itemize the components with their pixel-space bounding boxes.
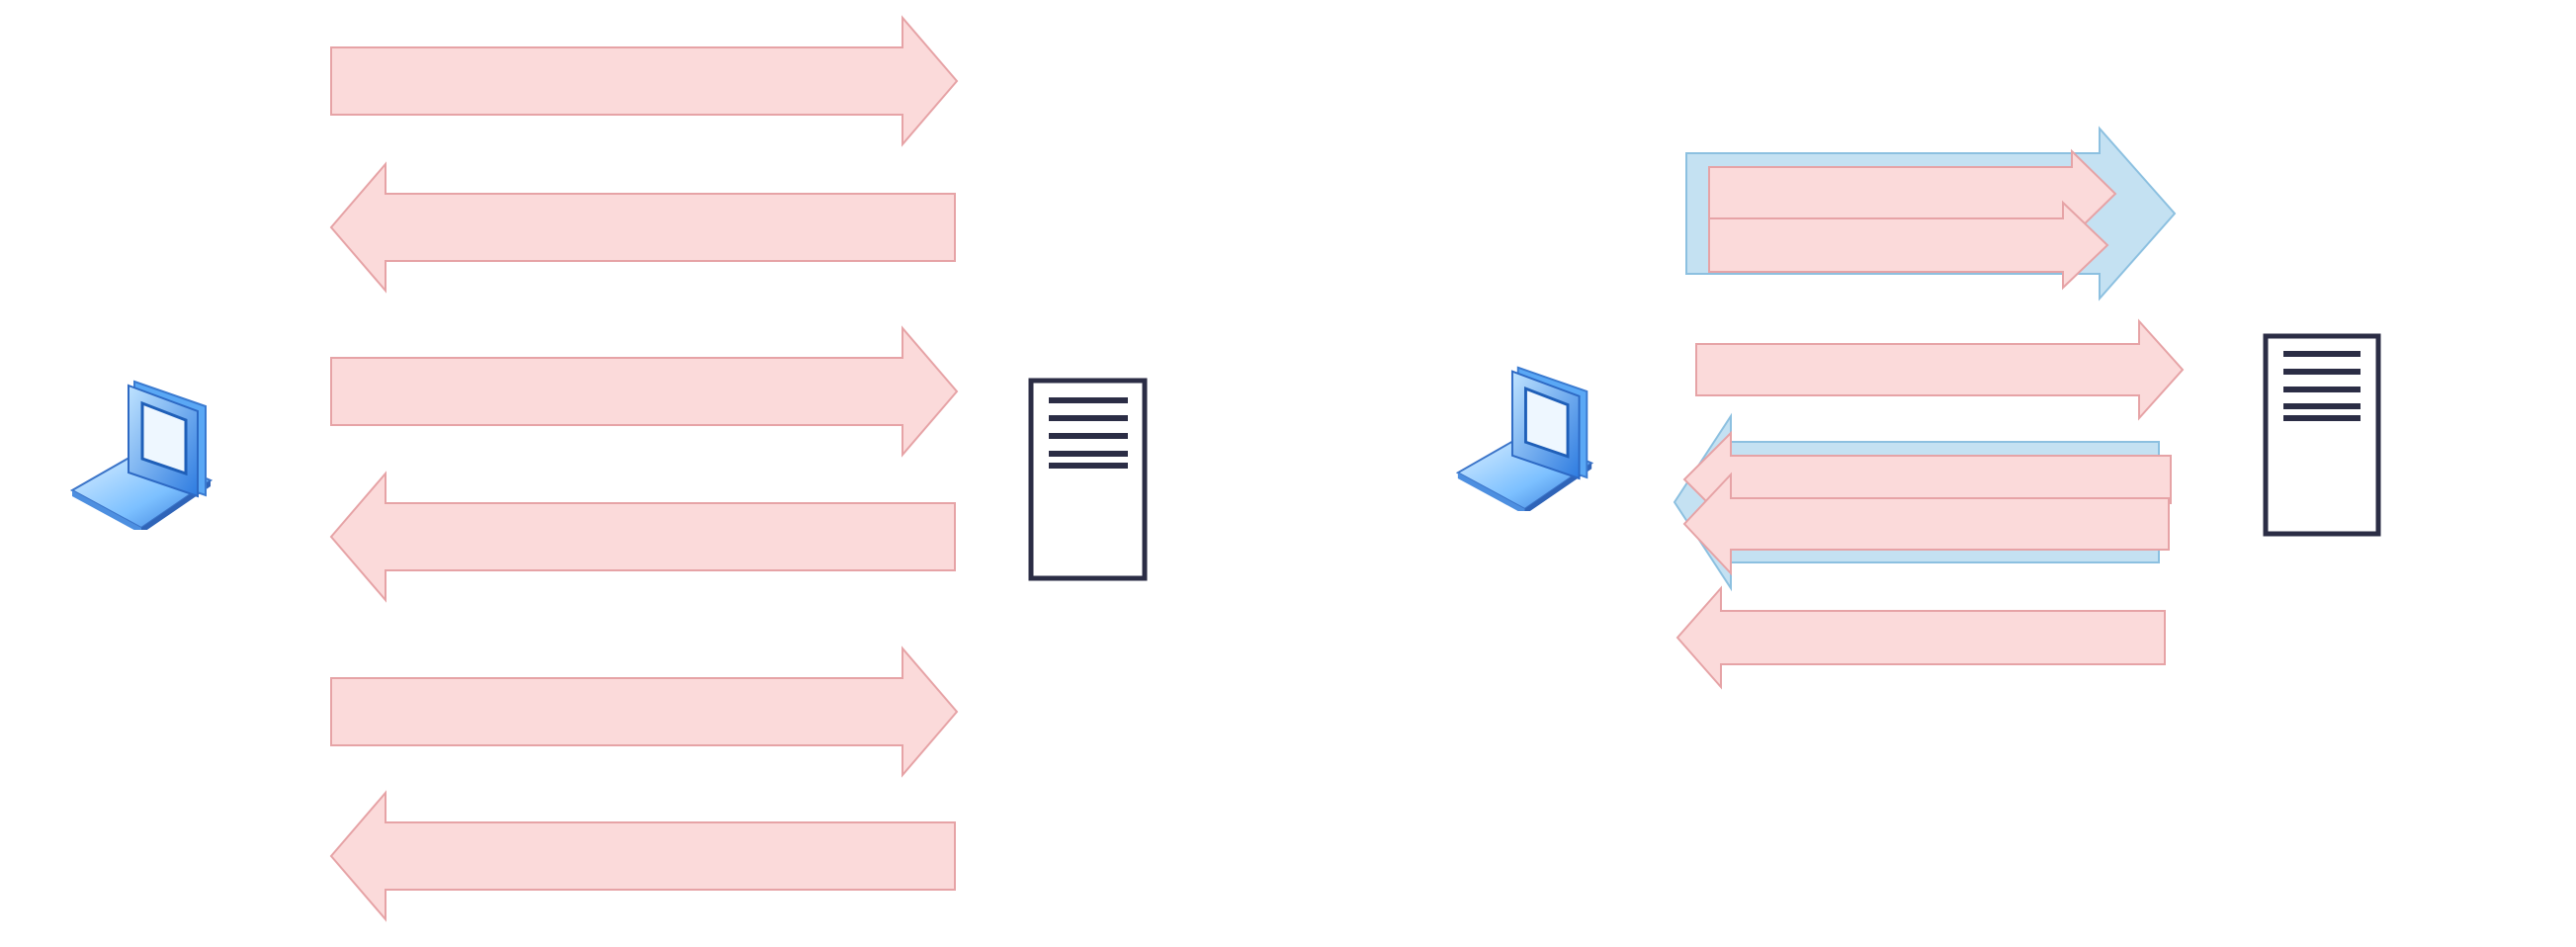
request-arrow-to-server xyxy=(330,646,959,778)
response-arrow-to-client xyxy=(329,790,956,922)
request-arrow-to-server xyxy=(330,15,959,147)
client-laptop-icon-left xyxy=(70,380,213,530)
client-laptop-icon-right xyxy=(1456,366,1593,511)
pipelined-request-arrow-to-server xyxy=(1708,200,2109,291)
response-arrow-to-client xyxy=(329,161,956,294)
request-arrow-to-server xyxy=(330,325,959,458)
server-box-left xyxy=(1028,378,1148,581)
response-arrow-to-client xyxy=(329,471,956,603)
pipelined-response-arrow-to-client xyxy=(1682,472,2170,576)
server-icon-left xyxy=(1028,378,1148,581)
response-arrow-to-client-single xyxy=(1675,585,2166,690)
server-box-right xyxy=(2263,333,2381,537)
request-arrow-to-server-single xyxy=(1695,318,2185,421)
server-icon-right xyxy=(2263,333,2381,537)
